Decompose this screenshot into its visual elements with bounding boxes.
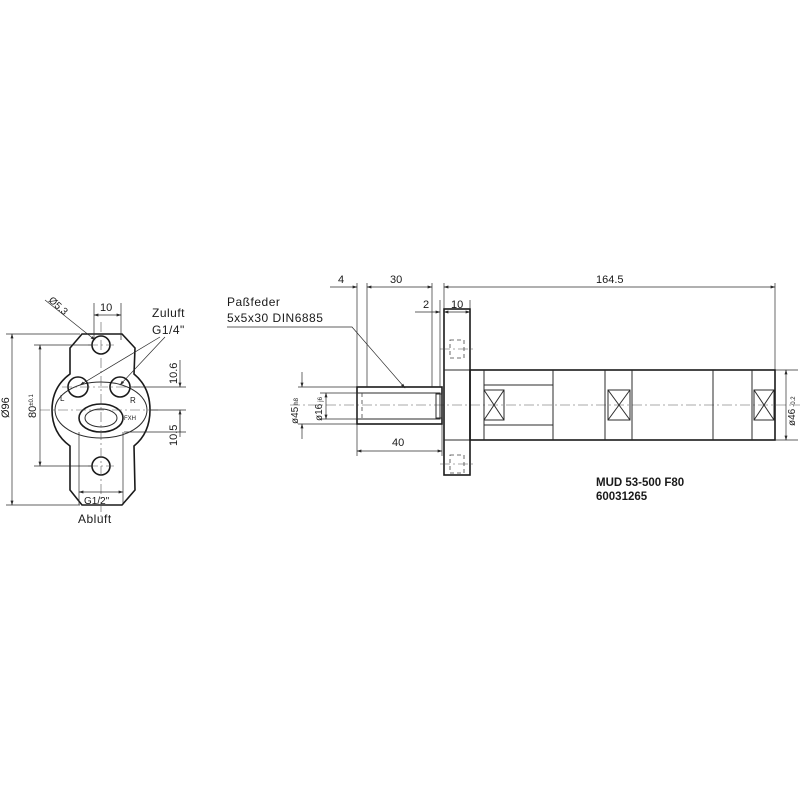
title-block: MUD 53-500 F80 60031265 [596,477,684,503]
bearing-3 [753,389,775,421]
dim-gap-2: 2 [423,299,429,311]
label-key-spec: 5x5x30 DIN6885 [227,311,323,325]
dim-length-40: 40 [392,437,404,449]
part-number: 60031265 [596,491,648,503]
bearing-1 [483,389,505,421]
label-inlet: Zuluft [152,306,185,320]
dim-shaft-d16: ø16j6 [314,396,325,421]
dim-shaft-d45: ø45h8 [290,397,301,424]
label-key: Paßfeder [227,295,280,309]
mark-left-port: L [60,394,65,403]
dim-offset-4: 4 [338,274,344,286]
dim-shaft-30: 30 [390,274,402,286]
shaft-d16 [356,392,441,420]
dim-outlet-thread: G1/2" [84,496,110,507]
dim-length-164-5: 164.5 [596,274,624,286]
dim-overall-diameter: Ø96 [0,397,12,418]
flange-plate [443,308,471,476]
bearing-2 [607,389,631,421]
label-inlet-thread: G1/4" [152,323,185,337]
dim-hole-spacing: 80±0.1 [27,393,39,418]
dim-port-offset-lower: 10.5 [168,425,180,446]
dim-hole-diameter: Ø5.3 [46,295,70,318]
flange-end-view: Ø5.3 10 Zuluft G1/4" Ø96 80±0.1 10.6 10.… [0,295,186,526]
dim-flange-10: 10 [451,299,463,311]
flange-outline [51,333,151,506]
motor-body [469,369,776,441]
model-designation: MUD 53-500 F80 [596,477,684,489]
dim-body-d46: ø46-0.2 [787,396,798,426]
dim-port-offset-upper: 10.6 [168,363,180,384]
mark-fxh: FXH [124,416,136,422]
motor-side-view: 4 30 2 10 164.5 Paßfeder 5x5x30 DIN6885 … [227,274,800,476]
mark-right-port: R [130,396,136,405]
dim-top-width: 10 [100,302,112,314]
label-outlet: Abluft [78,512,112,526]
